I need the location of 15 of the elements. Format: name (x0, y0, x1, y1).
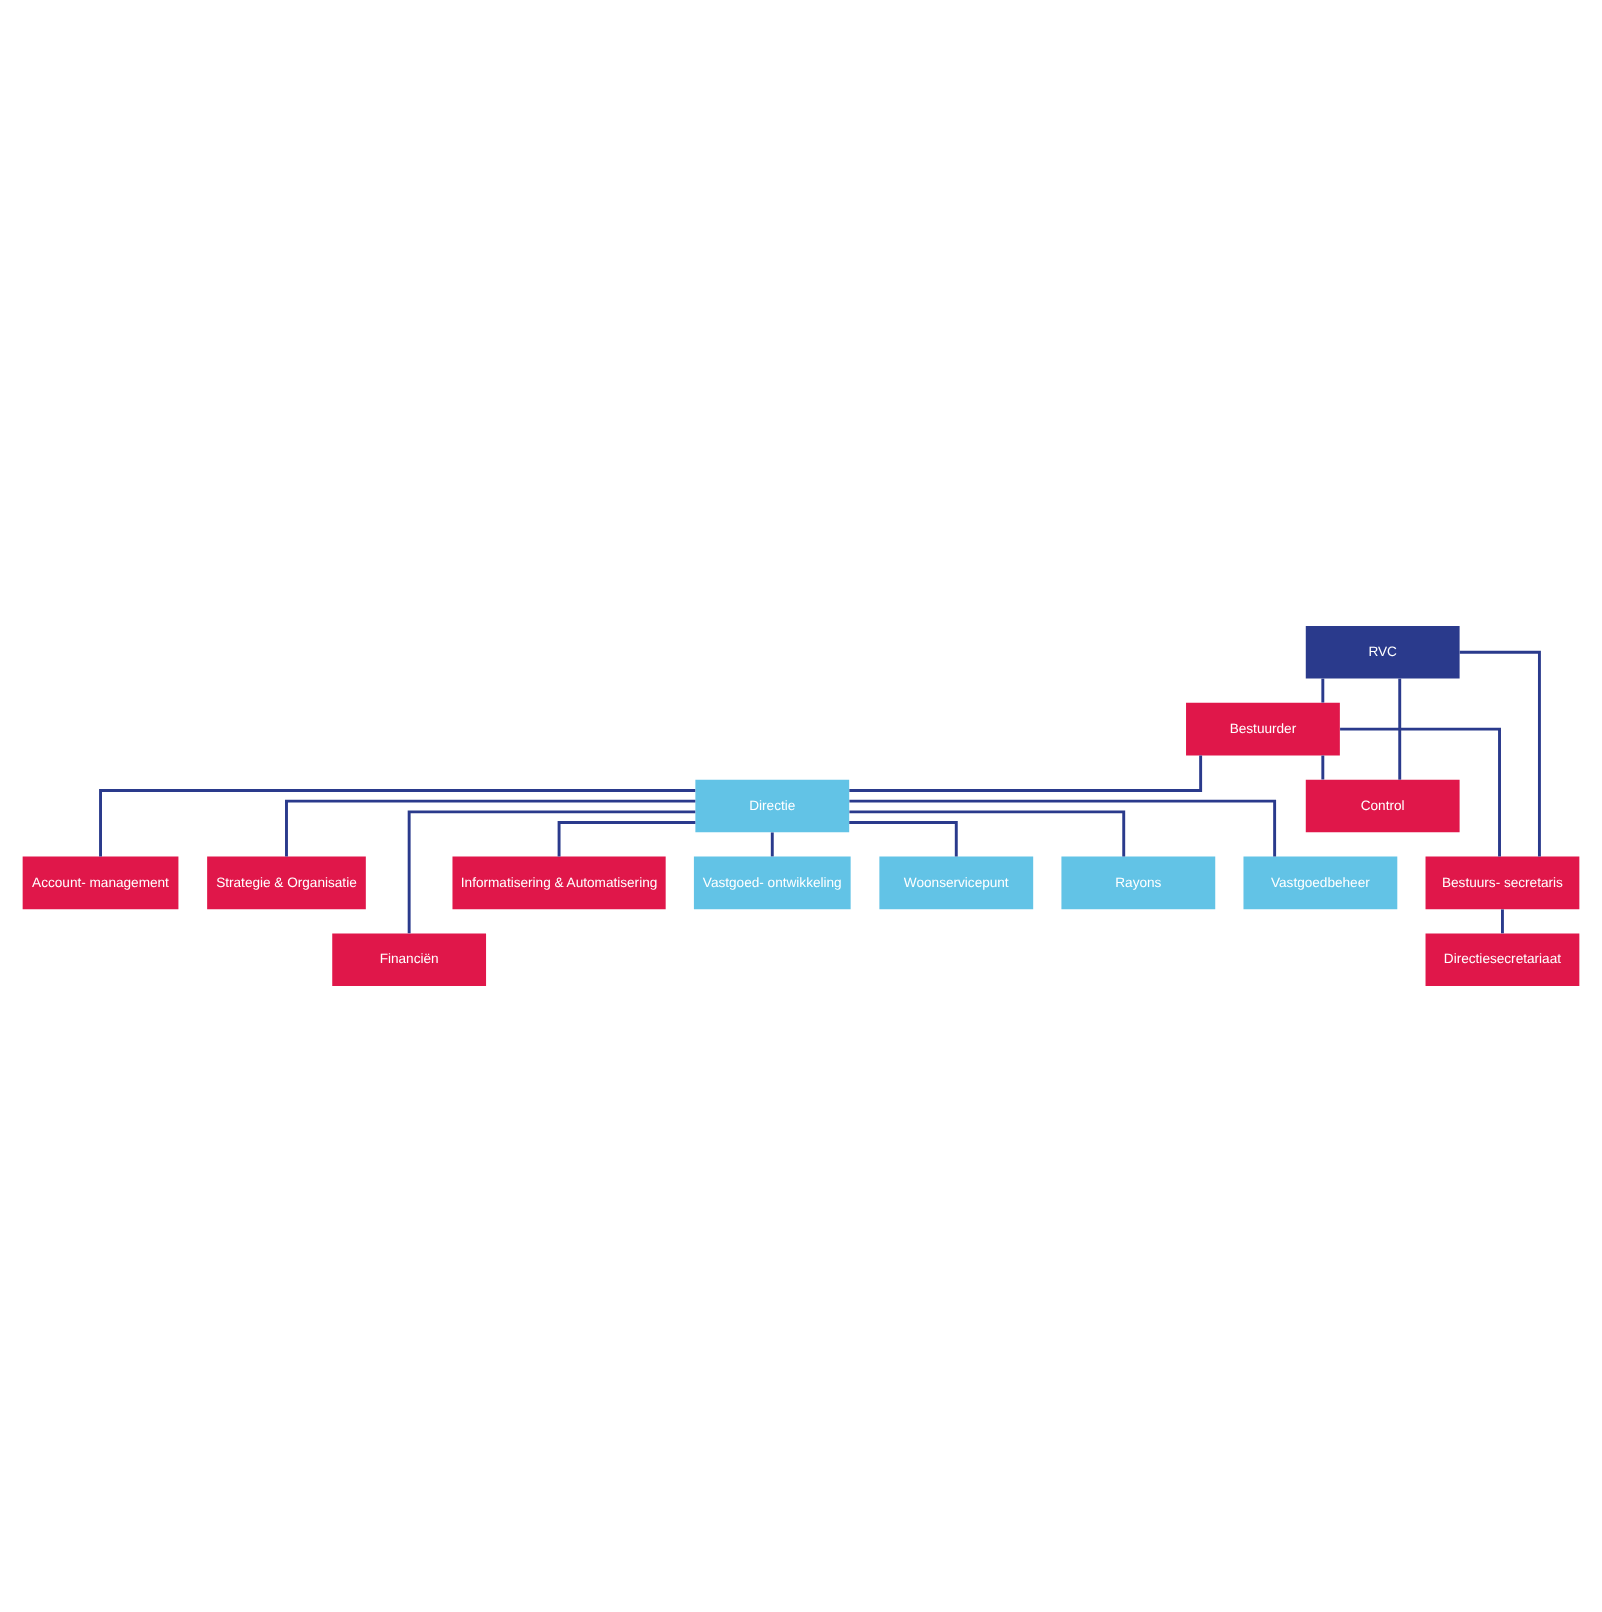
connector (557, 821, 696, 857)
connector (849, 755, 1203, 792)
connector (1321, 755, 1325, 780)
connector (1459, 650, 1541, 857)
connector (849, 810, 1126, 857)
connector (1501, 909, 1504, 934)
connector (99, 788, 696, 857)
connector (770, 832, 774, 857)
connector (1340, 727, 1501, 857)
connector (407, 810, 696, 934)
connector (849, 799, 1277, 857)
connector (285, 799, 696, 857)
connector (849, 821, 958, 857)
connector (1398, 678, 1402, 780)
connector (1321, 678, 1325, 703)
